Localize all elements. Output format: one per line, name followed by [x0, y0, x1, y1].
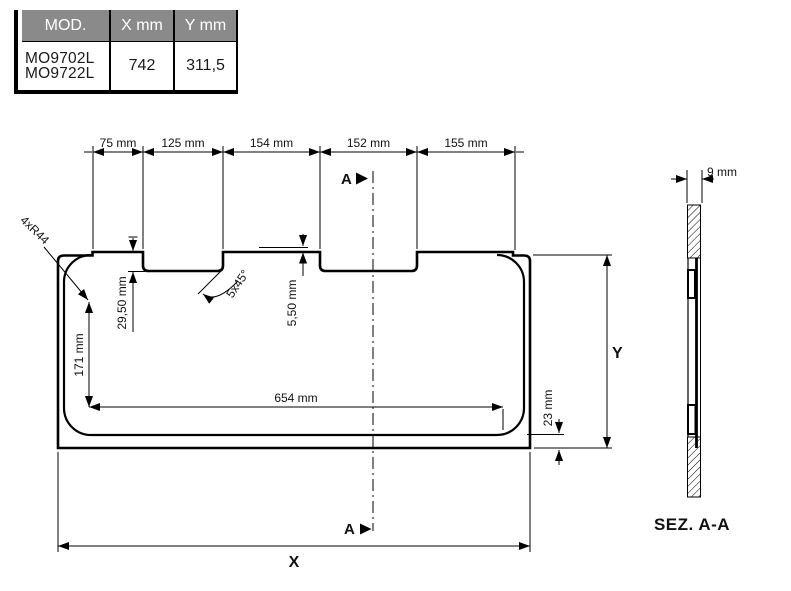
- top-dimension-chain: 75 mm 125 mm 154 mm 152 mm 155 mm: [84, 136, 524, 250]
- section-marker-top: A: [341, 171, 368, 188]
- spec-table-x-value: 742: [111, 41, 173, 90]
- spec-table-y-value: 311,5: [175, 41, 236, 90]
- panel-outer-contour: [56, 250, 532, 450]
- section-arrow-icon: [360, 523, 372, 535]
- spec-table-header-mod: MOD.: [22, 10, 109, 41]
- spec-table-header-y: Y mm: [175, 10, 236, 41]
- dim-label-152: 152 mm: [347, 136, 390, 150]
- y-label: Y: [612, 345, 623, 362]
- panel-inner-contour: [62, 253, 526, 437]
- model-name-2: MO9722L: [25, 65, 95, 82]
- corner-radius-label: 4xR44: [17, 213, 52, 247]
- side-height-label: 171 mm: [72, 333, 86, 376]
- dimension-y: Y: [533, 254, 623, 449]
- dim-label-154: 154 mm: [250, 136, 293, 150]
- dimension-23: 23 mm: [527, 390, 564, 465]
- dim-label-75: 75 mm: [100, 136, 137, 150]
- dimension-550: 5,50 mm: [259, 234, 308, 326]
- spec-table-header-x: X mm: [111, 10, 173, 41]
- bottom-inset-label: 23 mm: [541, 390, 555, 427]
- dimension-2950: 29,50 mm: [115, 236, 145, 332]
- section-view: 9 mm SEZ. A-A: [654, 165, 737, 534]
- dimension-x: X: [57, 452, 531, 571]
- edge-step-label: 5,50 mm: [285, 280, 299, 327]
- glass-thickness-label: 9 mm: [707, 165, 737, 179]
- x-label: X: [289, 554, 300, 571]
- section-clip-top: [687, 269, 696, 299]
- dim-label-125: 125 mm: [161, 136, 204, 150]
- dimension-654: 654 mm: [89, 391, 504, 430]
- y-extension-lines: [533, 254, 612, 449]
- model-name-1: MO9702L: [25, 49, 95, 67]
- notch-depth-label: 29,50 mm: [115, 276, 129, 329]
- section-clip-bottom: [687, 404, 697, 435]
- x-extension-lines: [57, 452, 531, 552]
- section-arrow-icon: [356, 172, 368, 185]
- top-extension-lines: [92, 146, 516, 250]
- dim-label-155: 155 mm: [444, 136, 487, 150]
- dimension-9mm: 9 mm: [671, 165, 737, 203]
- spec-table-models-cell: MO9702L MO9722L: [22, 41, 109, 90]
- dimension-171: 171 mm: [72, 302, 94, 407]
- section-marker-bottom: A: [344, 521, 372, 538]
- section-letter-top: A: [341, 171, 352, 188]
- section-hatch-top: [687, 204, 701, 259]
- section-hatch-bottom: [687, 436, 701, 498]
- section-letter-bottom: A: [344, 521, 355, 538]
- inner-width-label: 654 mm: [274, 391, 317, 405]
- spec-table: MOD. X mm Y mm MO9702L MO9722L 742 311,5: [14, 10, 238, 94]
- glass-panel-outline: [56, 171, 532, 531]
- section-title: SEZ. A-A: [654, 515, 730, 534]
